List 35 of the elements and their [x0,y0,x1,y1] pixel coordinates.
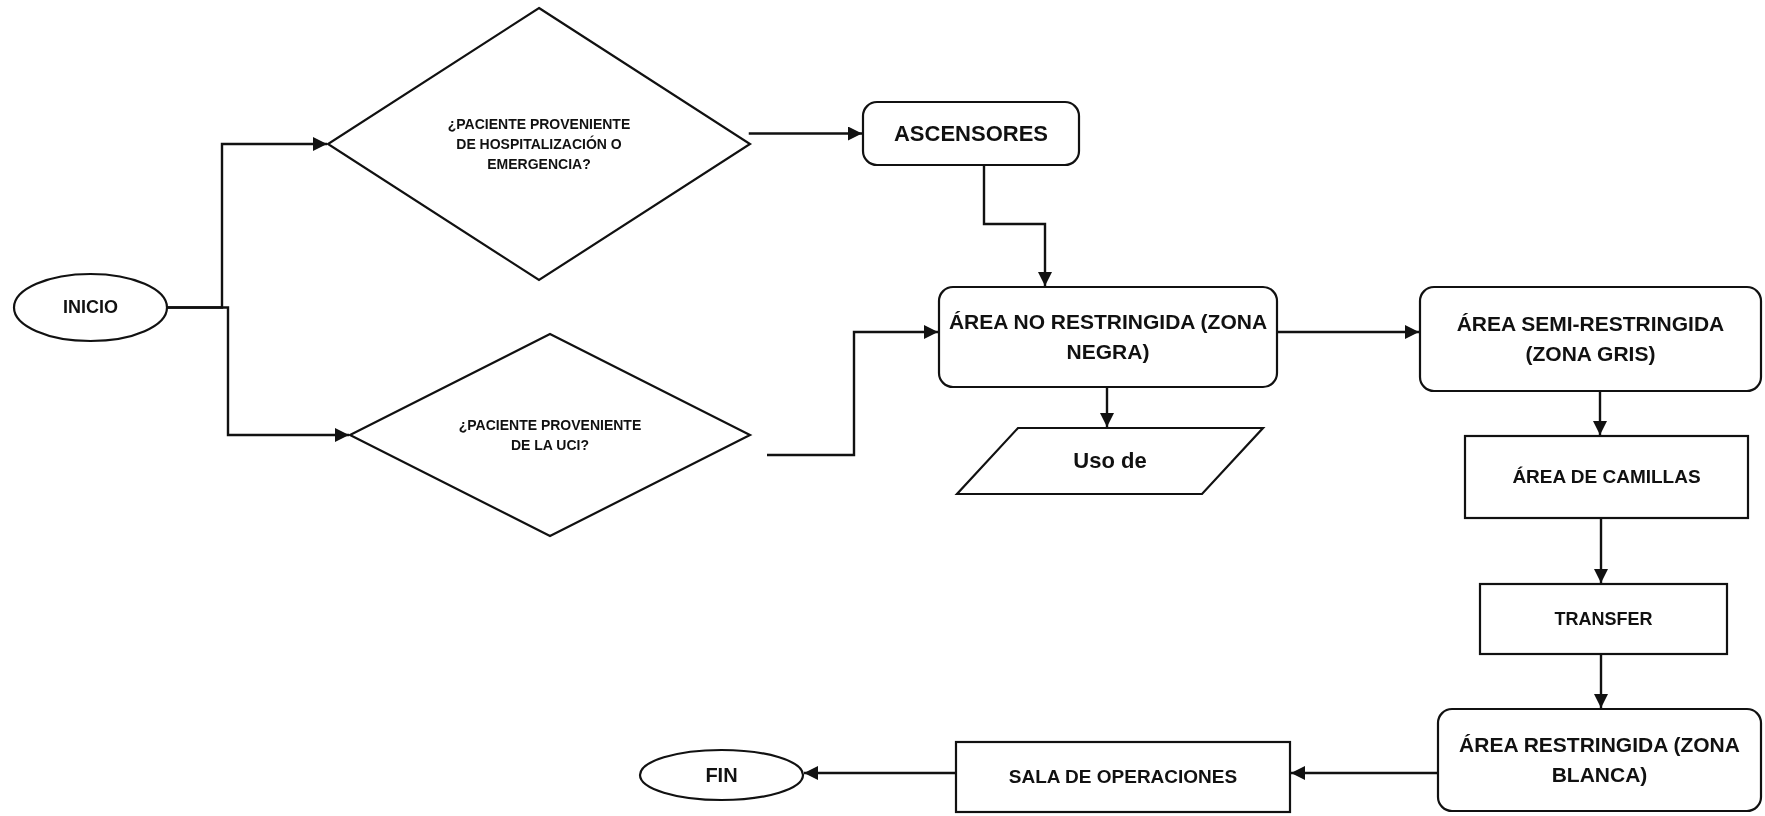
node-label: ÁREA DE CAMILLAS [1512,465,1701,490]
start-ellipse [13,273,168,342]
node-label: ÁREA SEMI-RESTRINGIDA (ZONA GRIS) [1455,310,1726,367]
arrow [1593,392,1607,435]
node-label: ASCENSORES [893,119,1048,148]
node-label: ÁREA RESTRINGIDA (ZONA BLANCA) [1458,731,1741,788]
arrow [767,325,938,457]
arrow [1291,766,1437,780]
data-parallelogram [956,427,1264,495]
node-label: SALA DE OPERACIONES [1008,765,1238,790]
process-box [862,101,1080,166]
arrow [804,766,955,780]
process-box [1437,708,1762,812]
arrow [1278,325,1419,339]
node-label: ¿PACIENTE PROVENIENTE DE LA UCI? [457,415,643,455]
arrow [1594,519,1608,583]
decision-diamond [349,333,751,537]
decision-diamond [327,7,751,281]
node-label: FIN [705,762,738,788]
node-label: ¿PACIENTE PROVENIENTE DE HOSPITALIZACIÓN O EMERGENCIA? [446,114,632,175]
process-box [955,741,1291,813]
arrow [1100,388,1114,427]
node-label: TRANSFER [1554,607,1653,631]
node-label: INICIO [63,296,118,320]
arrow [1594,655,1608,708]
arrow [168,306,349,442]
arrow [748,126,862,141]
node-label: ÁREA NO RESTRINGIDA (ZONA NEGRA) [948,308,1268,365]
process-box [1464,435,1749,519]
process-box [938,286,1278,388]
arrow [982,166,1052,286]
node-label: Uso de [1073,447,1147,476]
process-box [1479,583,1728,655]
process-box [1419,286,1762,392]
end-ellipse [639,749,804,801]
